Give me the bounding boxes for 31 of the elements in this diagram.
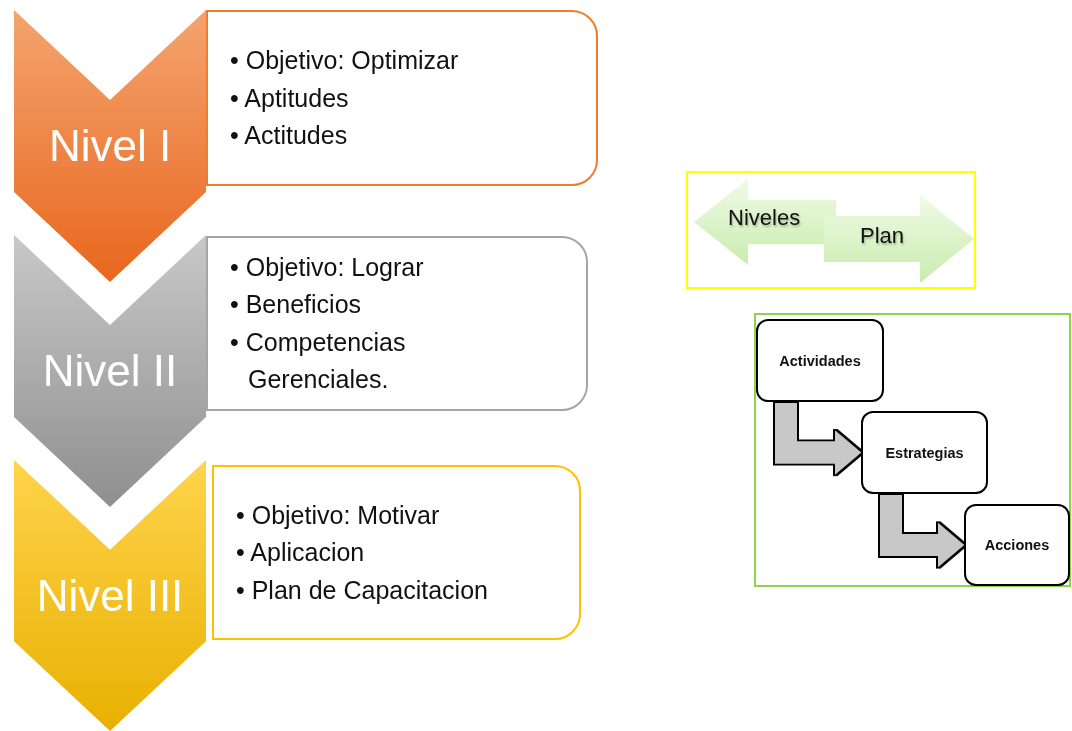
bullet-text: • Objetivo: Motivar	[236, 500, 440, 529]
text-panel	[212, 465, 581, 640]
chevron-shape	[14, 10, 206, 282]
bullet-text: • Aplicacion	[236, 537, 365, 566]
process-box	[756, 319, 884, 402]
block-arrow	[880, 495, 964, 567]
text-panel	[206, 10, 598, 186]
bullet-text: • Objetivo: Optimizar	[230, 45, 459, 74]
bullet-text: • Plan de Capacitacion	[236, 575, 488, 604]
box-label: Actividades	[779, 352, 861, 369]
chevron-shape	[14, 235, 206, 507]
arrow-label: Plan	[860, 223, 905, 249]
bullet-text: • Beneficios	[230, 290, 362, 318]
arrow-shape	[824, 195, 974, 283]
block-arrow	[775, 403, 861, 475]
bullet-text: • Objetivo: Lograr	[230, 252, 424, 281]
level-label: Nivel I	[47, 121, 173, 171]
bullet-text: • Aptitudes	[230, 83, 349, 112]
chevron-shape	[14, 460, 206, 731]
bullet-text: • Competencias Gerenciales.	[230, 327, 406, 393]
frame-border	[754, 313, 1071, 587]
text-panel	[206, 236, 588, 411]
process-box	[964, 504, 1070, 586]
level-label: Nivel II	[41, 346, 179, 396]
arrow-label: Niveles	[728, 205, 801, 231]
bullet-text: • Actitudes	[230, 120, 348, 149]
box-label: Estrategias	[885, 444, 964, 461]
box-label: Acciones	[984, 537, 1050, 553]
level-label: Nivel III	[35, 570, 185, 621]
frame-border	[686, 171, 976, 289]
process-box	[861, 411, 988, 494]
